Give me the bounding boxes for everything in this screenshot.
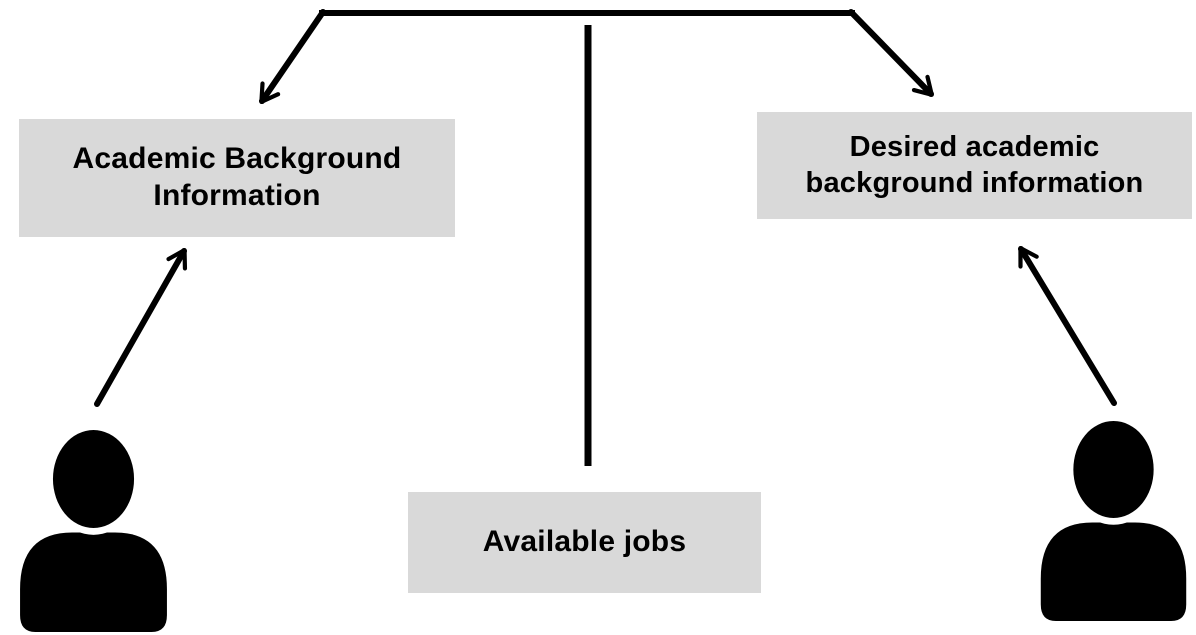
node-desired-academic-background-label: Desired academic background information: [805, 131, 1144, 199]
node-desired-academic-background: Desired academic background information: [757, 112, 1192, 219]
edge-arrow-right-person-to-desired: [1018, 246, 1117, 406]
edge-arrow-to-academic-box: [259, 9, 326, 104]
node-academic-background: Academic Background Information: [19, 119, 455, 237]
person-icon: [1040, 421, 1187, 621]
edge-arrow-left-person-to-academic: [94, 247, 188, 407]
node-available-jobs-label: Available jobs: [482, 525, 687, 559]
person-icon: [20, 429, 167, 632]
node-academic-background-label: Academic Background Information: [72, 142, 402, 212]
edge-arrow-to-desired-box: [848, 9, 934, 97]
node-available-jobs: Available jobs: [408, 492, 761, 593]
